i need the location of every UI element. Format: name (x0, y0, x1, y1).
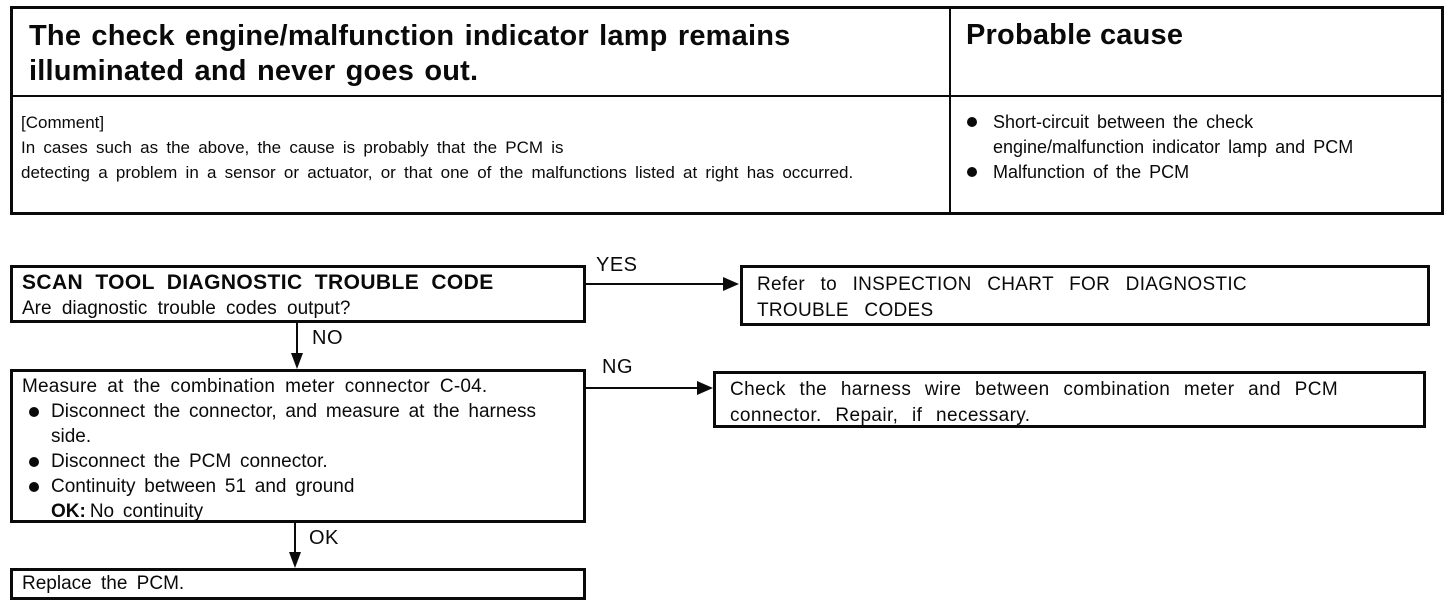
symptom-title: The check engine/malfunction indicator l… (13, 9, 951, 97)
connector-no-line (296, 323, 298, 354)
ok-spec-value: No continuity (89, 501, 204, 522)
branch-label-yes: YES (596, 254, 638, 276)
connector-ok-line (294, 523, 296, 553)
step1-question: Are diagnostic trouble codes output? (22, 298, 351, 319)
comment-text: [Comment] In cases such as the above, th… (13, 97, 951, 212)
branch-label-ng: NG (602, 356, 633, 378)
instruction-text: Continuity between 51 and ground (51, 476, 355, 497)
bullet-icon (29, 457, 39, 467)
step1-title: SCAN TOOL DIAGNOSTIC TROUBLE CODE (22, 271, 494, 294)
flow-step-measure-connector: Measure at the combination meter connect… (10, 369, 586, 523)
branch-label-ok: OK (309, 527, 339, 549)
cause-text: Malfunction of the PCM (993, 162, 1190, 182)
probable-cause-list: Short-circuit between the check engine/m… (951, 97, 1441, 212)
arrow-down-icon (289, 552, 301, 568)
probable-cause-header: Probable cause (951, 9, 1441, 97)
arrow-down-icon (291, 353, 303, 369)
bullet-icon (29, 482, 39, 492)
connector-ng-line (585, 387, 698, 389)
step2-ok-spec: OK:No continuity (51, 499, 577, 522)
step2-instruction: Disconnect the PCM connector. (22, 449, 577, 474)
cause-item: Malfunction of the PCM (963, 160, 1437, 185)
connector-yes-line (585, 283, 725, 285)
branch-label-no: NO (312, 327, 343, 349)
instruction-text: Disconnect the connector, and measure at… (51, 401, 536, 447)
symptom-table: The check engine/malfunction indicator l… (10, 6, 1444, 215)
bullet-icon (29, 407, 39, 417)
step2-instruction: Continuity between 51 and ground (22, 474, 577, 499)
cause-text: Short-circuit between the check engine/m… (993, 112, 1354, 157)
flow-result-check-harness: Check the harness wire between combinati… (713, 371, 1426, 428)
step2-instruction: Disconnect the connector, and measure at… (22, 399, 577, 449)
instruction-text: Disconnect the PCM connector. (51, 451, 328, 472)
arrow-right-icon (723, 277, 739, 291)
flow-step-scan-tool: SCAN TOOL DIAGNOSTIC TROUBLE CODE Are di… (10, 265, 586, 323)
bullet-icon (967, 167, 977, 177)
flow-step-replace-pcm: Replace the PCM. (10, 568, 586, 600)
cause-item: Short-circuit between the check engine/m… (963, 110, 1437, 160)
arrow-right-icon (697, 381, 713, 395)
flow-result-refer-inspection-chart: Refer to INSPECTION CHART FOR DIAGNOSTIC… (740, 265, 1430, 326)
step2-title: Measure at the combination meter connect… (22, 376, 488, 397)
ok-spec-label: OK: (51, 501, 86, 522)
bullet-icon (967, 117, 977, 127)
